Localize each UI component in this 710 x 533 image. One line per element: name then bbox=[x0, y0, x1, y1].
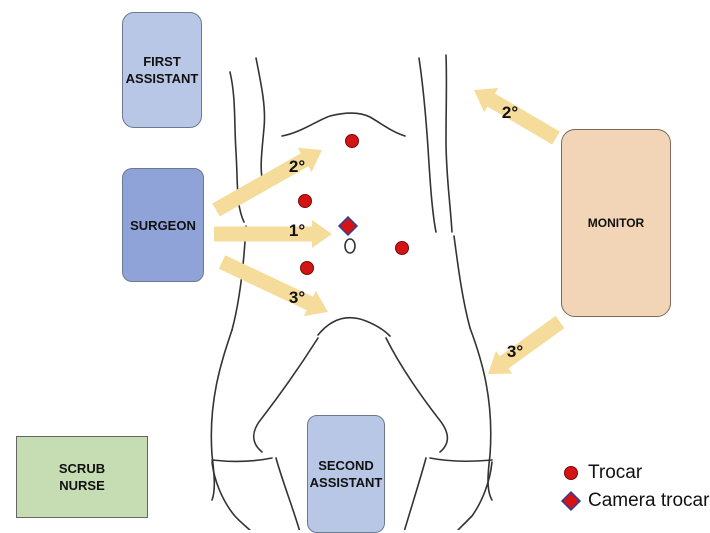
legend-trocar: Trocar bbox=[560, 462, 642, 484]
left-arm-inner bbox=[255, 57, 266, 179]
first-assistant-box: FIRST ASSISTANT bbox=[122, 12, 202, 128]
camera-trocar-legend-icon bbox=[560, 490, 582, 512]
right-groin-line bbox=[385, 337, 449, 453]
right-arm-inner bbox=[445, 54, 453, 233]
right-leg-outline bbox=[469, 327, 493, 501]
trocar-left-upper bbox=[298, 194, 312, 208]
right-calf-inner bbox=[403, 457, 427, 530]
legend-camera-trocar: Camera trocar bbox=[560, 490, 709, 512]
umbilicus bbox=[344, 238, 356, 254]
arrow-label-monitor-lower: 3° bbox=[507, 342, 523, 361]
left-groin-line bbox=[252, 337, 319, 453]
left-leg-outline bbox=[210, 329, 233, 501]
arrow-monitor-lower bbox=[488, 315, 565, 374]
left-calf-outline bbox=[211, 461, 252, 530]
left-knee-line bbox=[211, 457, 273, 463]
chest-line bbox=[281, 112, 406, 137]
scrub-nurse-label-line-2: NURSE bbox=[59, 478, 105, 493]
left-arm-outline bbox=[229, 71, 245, 223]
trocar-right bbox=[395, 241, 409, 255]
left-calf-inner bbox=[275, 457, 301, 530]
legend-camera-trocar-label: Camera trocar bbox=[588, 490, 710, 511]
trocar-legend-icon bbox=[564, 466, 578, 480]
trocar-left-lower bbox=[300, 261, 314, 275]
surgeon-box: SURGEON bbox=[122, 168, 204, 282]
scrub-nurse-box: SCRUB NURSE bbox=[16, 436, 148, 518]
arrow-label-surgeon-lower: 3° bbox=[289, 288, 305, 307]
right-calf-outline bbox=[456, 461, 493, 530]
surgeon-label: SURGEON bbox=[130, 217, 196, 233]
arrow-label-surgeon-upper: 2° bbox=[289, 157, 305, 176]
arrow-surgeon-middle bbox=[214, 220, 332, 248]
abdomen-lower-line bbox=[317, 317, 391, 337]
monitor-label: MONITOR bbox=[587, 215, 645, 230]
second-assistant-label-line-1: SECOND bbox=[318, 458, 374, 473]
second-assistant-label-line-2: ASSISTANT bbox=[309, 475, 383, 490]
monitor-box: MONITOR bbox=[561, 129, 671, 317]
second-assistant-box: SECOND ASSISTANT bbox=[307, 415, 385, 533]
arrow-surgeon-lower bbox=[218, 255, 328, 317]
arrow-monitor-upper bbox=[474, 88, 560, 145]
first-assistant-label-line-2: ASSISTANT bbox=[125, 71, 199, 86]
trocar-upper-midline bbox=[345, 134, 359, 148]
legend-trocar-label: Trocar bbox=[588, 462, 643, 483]
right-arm-outline bbox=[418, 57, 437, 233]
scrub-nurse-label-line-1: SCRUB bbox=[58, 461, 106, 476]
arrow-label-surgeon-middle: 1° bbox=[289, 221, 305, 240]
arrow-surgeon-upper bbox=[212, 147, 322, 217]
right-torso-line bbox=[453, 235, 471, 329]
camera-trocar bbox=[337, 215, 359, 237]
arrow-label-monitor-upper: 2° bbox=[502, 103, 518, 122]
right-knee-line bbox=[429, 457, 493, 463]
first-assistant-label-line-1: FIRST bbox=[143, 54, 181, 69]
